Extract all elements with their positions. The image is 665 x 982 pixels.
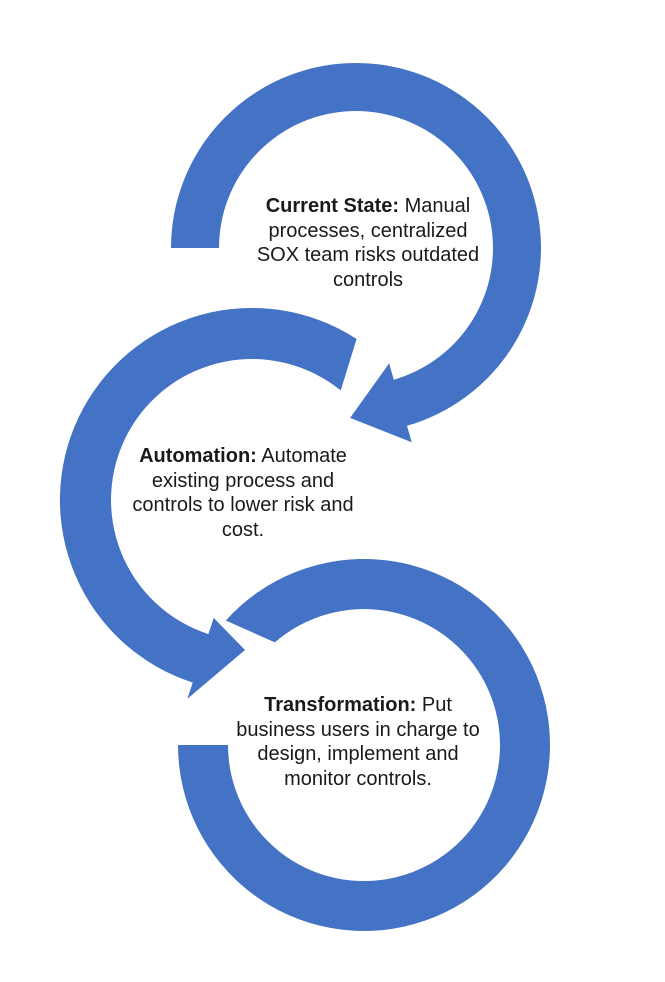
step-text-automation: Automation: Automate existing process an… <box>120 444 366 542</box>
step-text-transformation: Transformation: Put business users in ch… <box>235 693 481 791</box>
step-label-automation: Automation: <box>139 445 257 467</box>
circular-arrow-automation <box>59 307 357 699</box>
step-label-transformation: Transformation: <box>264 694 417 716</box>
step-text-current-state: Current State: Manual processes, central… <box>245 194 491 292</box>
step-label-current-state: Current State: <box>265 195 400 217</box>
step-body-transformation: Put business users in charge to design, … <box>236 694 480 790</box>
step-body-current-state: Manual processes, centralized SOX team r… <box>256 195 480 291</box>
step-body-automation: Automate existing process and controls t… <box>132 445 354 541</box>
